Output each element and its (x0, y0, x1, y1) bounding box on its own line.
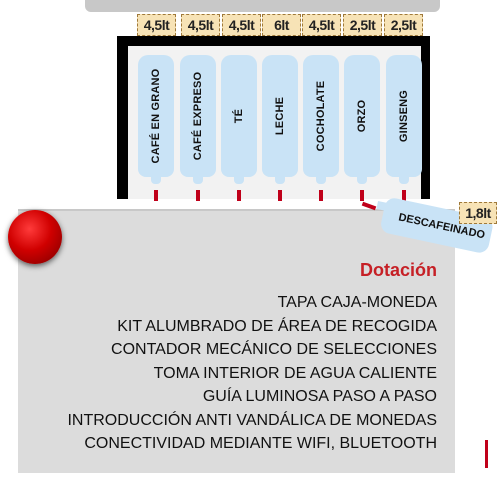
features-list: TAPA CAJA-MONEDA KIT ALUMBRADO DE ÁREA D… (67, 291, 437, 456)
dispense-outlet (360, 190, 364, 201)
canister-ginseng: GINSENG (386, 55, 422, 177)
canister-orzo: ORZO (344, 55, 380, 177)
dispense-outlet (278, 190, 282, 201)
canister-spout (357, 174, 367, 184)
features-panel: Dotación TAPA CAJA-MONEDA KIT ALUMBRADO … (18, 209, 455, 473)
canister-label: ORZO (356, 99, 368, 133)
dispense-outlet (319, 190, 323, 201)
dispense-outlet (154, 190, 158, 201)
capacity-row: 4,5lt 4,5lt 4,5lt 6lt 4,5lt 2,5lt 2,5lt (0, 14, 500, 38)
capacity-tag: 2,5lt (343, 14, 382, 36)
capacity-tag: 4,5lt (222, 14, 261, 36)
canister-cafe-expreso: CAFÉ EXPRESO (180, 55, 216, 177)
machine-top-bar (85, 0, 440, 12)
capacity-tag: 1,8lt (459, 202, 497, 224)
capacity-tag: 2,5lt (384, 14, 423, 36)
red-button[interactable] (8, 210, 62, 264)
canister-label: CAFÉ EN GRANO (150, 68, 162, 164)
canister-spout (234, 174, 244, 184)
dispense-outlet (196, 190, 200, 201)
canister-label: GINSENG (398, 89, 410, 143)
canister-te: TÉ (221, 55, 257, 177)
list-item: INTRODUCCIÓN ANTI VANDÁLICA DE MONEDAS (67, 411, 437, 429)
list-item: CONTADOR MECÁNICO DE SELECCIONES (111, 341, 437, 358)
canister-spout (151, 174, 161, 184)
canister-spout (399, 174, 409, 184)
canister-label: CAFÉ EXPRESO (192, 71, 204, 161)
list-item: GUÍA LUMINOSA PASO A PASO (202, 388, 437, 405)
capacity-tag: 4,5lt (302, 14, 341, 36)
canister-spout (193, 174, 203, 184)
capacity-tag: 4,5lt (181, 14, 220, 36)
capacity-tag: 4,5lt (137, 14, 176, 36)
canister-label: TÉ (233, 108, 245, 124)
panel-title: Dotación (359, 260, 437, 280)
canister-leche: LECHE (262, 55, 298, 177)
list-item: TOMA INTERIOR DE AGUA CALIENTE (153, 364, 437, 382)
canister-cafe-en-grano: CAFÉ EN GRANO (138, 55, 174, 177)
dispense-outlet (237, 190, 241, 201)
dispense-outlet (402, 190, 406, 201)
canister-spout (275, 174, 285, 184)
list-item: CONECTIVIDAD MEDIANTE WIFI, BLUETOOTH (84, 435, 437, 452)
canister-label: COCHOLATE (315, 80, 327, 152)
capacity-tag: 6lt (262, 14, 301, 36)
canister-label: LECHE (274, 96, 286, 136)
canister-spout (316, 174, 326, 184)
canister-cochocolate: COCHOLATE (303, 55, 339, 177)
red-accent-mark (485, 440, 488, 468)
list-item: TAPA CAJA-MONEDA (277, 294, 437, 311)
list-item: KIT ALUMBRADO DE ÁREA DE RECOGIDA (117, 317, 437, 335)
